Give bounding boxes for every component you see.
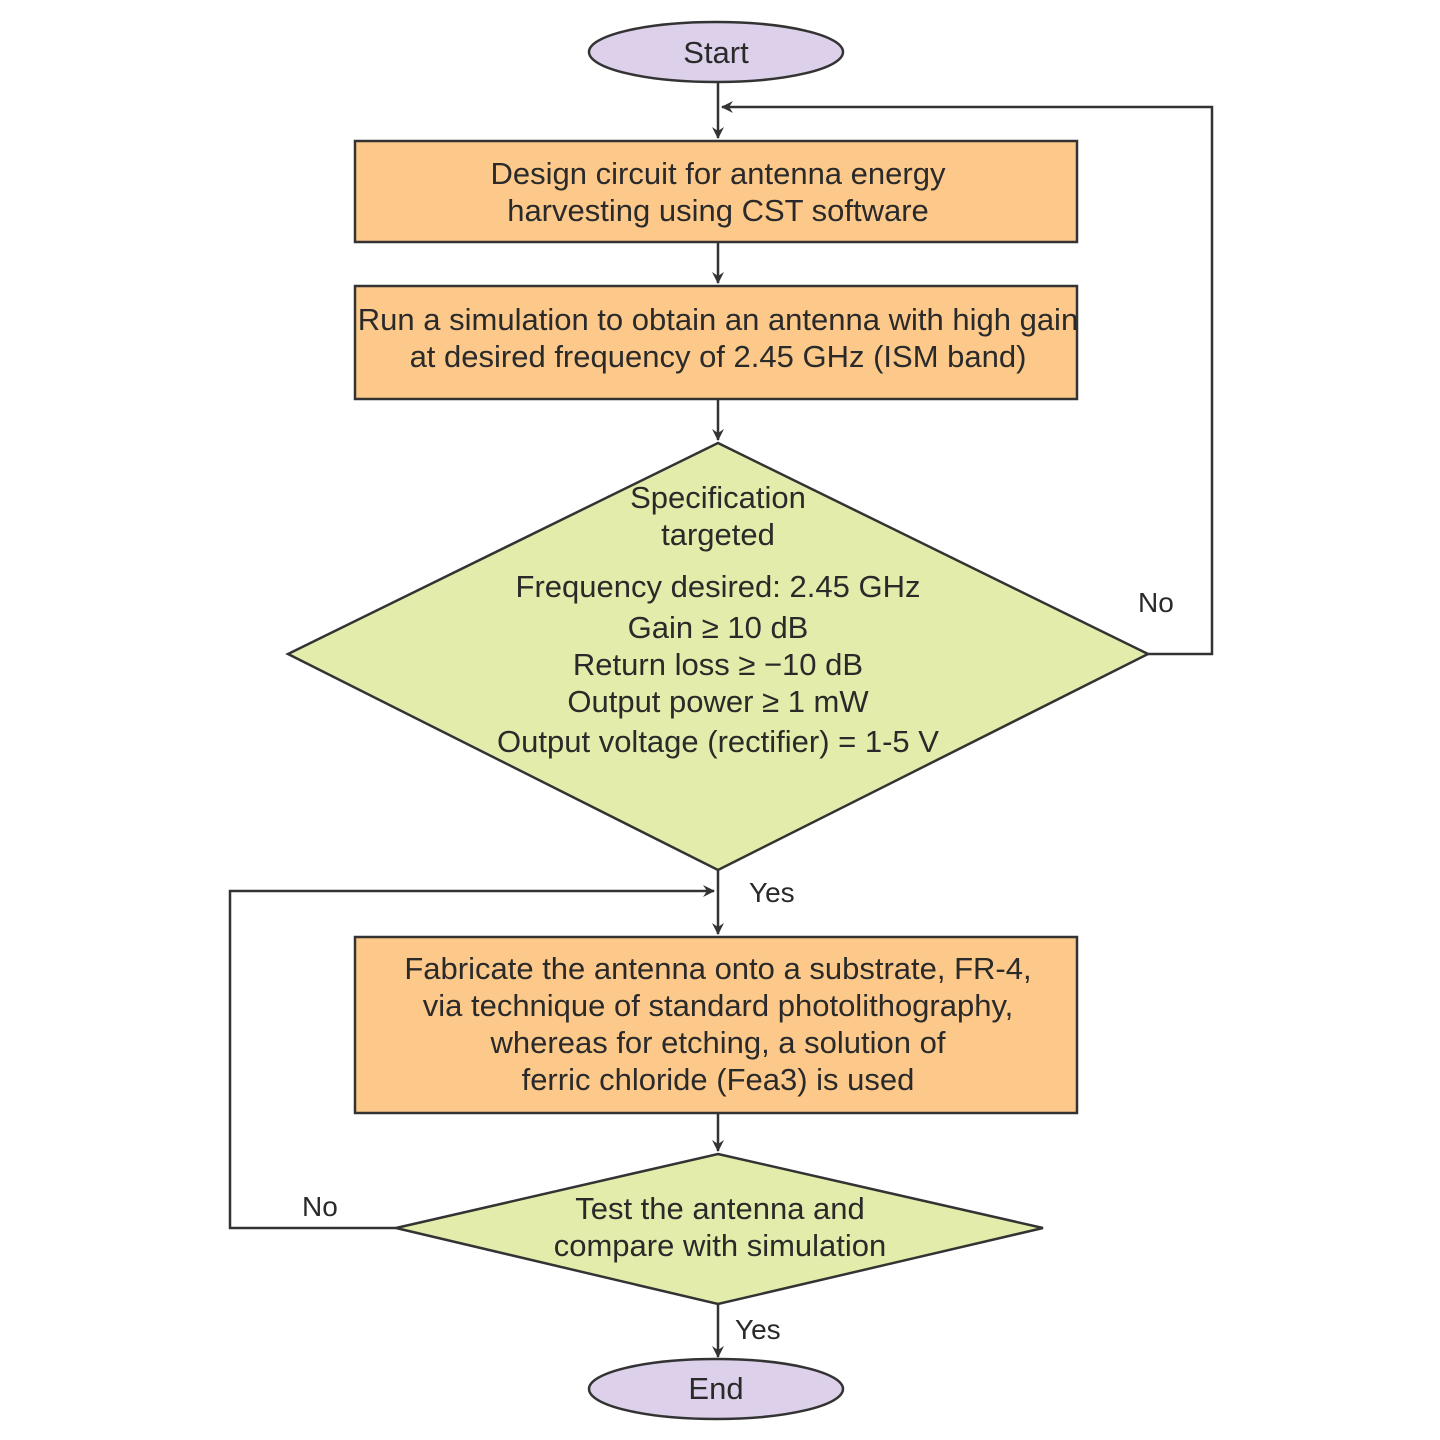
simulate-step: Run a simulation to obtain an antenna wi…: [353, 284, 1079, 401]
edge-label-test-yes: Yes: [735, 1314, 781, 1345]
connectors: [228, 81, 1214, 1358]
spec-line: Gain ≥ 10 dB: [628, 610, 809, 645]
arrow-spec-no-loop: [721, 101, 1214, 656]
end-label: End: [688, 1371, 743, 1406]
design-step-line: harvesting using CST software: [507, 193, 929, 228]
spec-line: Output power ≥ 1 mW: [567, 684, 869, 719]
test-line: compare with simulation: [554, 1228, 887, 1263]
fabricate-step-line: Fabricate the antenna onto a substrate, …: [404, 951, 1031, 986]
fabricate-step-line: via technique of standard photolithograp…: [423, 988, 1014, 1023]
design-step: Design circuit for antenna energy harves…: [353, 139, 1079, 244]
simulate-step-line: Run a simulation to obtain an antenna wi…: [358, 302, 1078, 337]
fabricate-step-line: ferric chloride (Fea3) is used: [522, 1062, 915, 1097]
test-line: Test the antenna and: [575, 1191, 865, 1226]
start-label: Start: [683, 35, 749, 70]
end-node: End: [587, 1357, 845, 1421]
simulate-step-line: at desired frequency of 2.45 GHz (ISM ba…: [410, 339, 1027, 374]
test-decision: Test the antenna and compare with simula…: [395, 1152, 1044, 1306]
spec-decision: Specification targeted Frequency desired…: [285, 441, 1151, 872]
spec-line: targeted: [661, 517, 775, 552]
spec-line: Output voltage (rectifier) = 1-5 V: [497, 724, 939, 759]
spec-line: Specification: [630, 480, 806, 515]
design-step-line: Design circuit for antenna energy: [491, 156, 946, 191]
spec-line: Frequency desired: 2.45 GHz: [516, 569, 921, 604]
start-node: Start: [587, 20, 845, 84]
edge-label-test-no: No: [302, 1191, 338, 1222]
arrow-test-no-loop: [228, 885, 715, 1230]
edge-label-spec-no: No: [1138, 587, 1174, 618]
fabricate-step-line: whereas for etching, a solution of: [490, 1025, 946, 1060]
fabricate-step: Fabricate the antenna onto a substrate, …: [353, 935, 1079, 1115]
spec-line: Return loss ≥ −10 dB: [573, 647, 863, 682]
edge-label-spec-yes: Yes: [749, 877, 795, 908]
